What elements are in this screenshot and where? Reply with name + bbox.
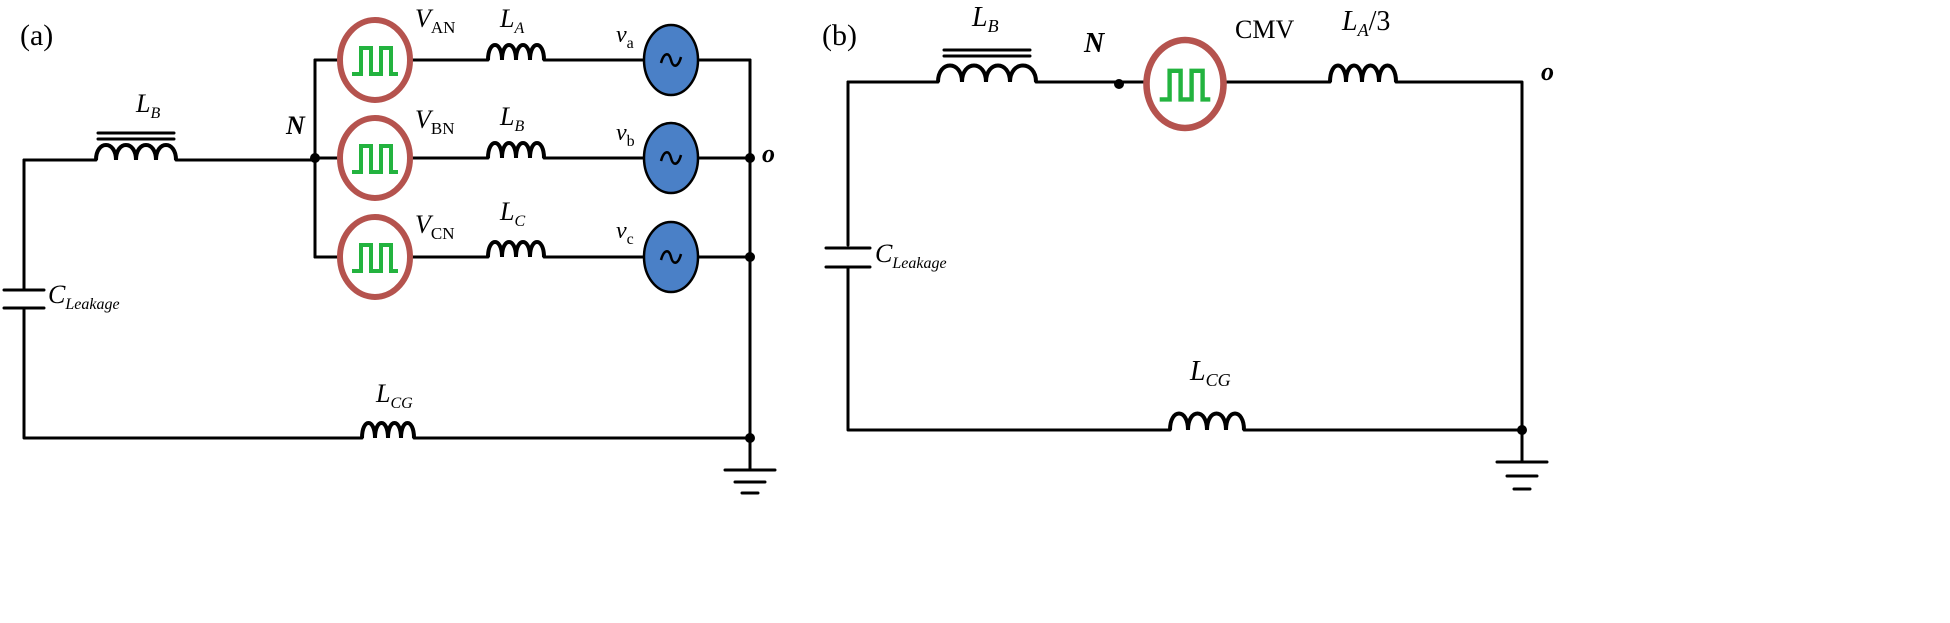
ground-symbol-a [723,468,777,495]
inductor-lb-phase-label-a: LB [499,102,524,135]
cmv-label: CMV [1235,15,1294,44]
inductor-lb-b [936,48,1038,83]
cmv-source [1143,36,1227,132]
ac-source-vc [642,220,700,294]
source-label-va: va [616,22,634,52]
panel-b-tag: (b) [822,19,857,52]
node-n-label-b: N [1083,28,1106,59]
voltage-label-vcn: VCN [415,210,455,243]
inductor-la-a [486,43,546,61]
panel-a-tag: (a) [20,19,53,52]
inductor-lcg-label-b: LCG [1189,356,1231,390]
junction-c [745,252,755,262]
node-o-label-b: o [1541,57,1554,86]
inductor-la3-b [1328,63,1398,83]
inductor-la-label-a: LA [499,4,524,37]
junction-n [310,153,320,163]
source-label-vb: vb [616,120,635,150]
junction-b-n [1114,79,1124,89]
inductor-lb-label-a: LB [135,89,160,122]
panel-b: (b) CLeakage LB N CM [822,2,1554,491]
voltage-label-van: VAN [415,4,455,37]
inductor-lcg-label-a: LCG [375,379,413,412]
ac-source-va [642,23,700,97]
ground-symbol-b [1495,460,1549,491]
panel-a: (a) CLeakage LB N [2,4,777,495]
inductor-lc-a [486,240,546,258]
capacitor-leakage-a [2,288,46,310]
junction-b-ground [1517,425,1527,435]
pulse-source-vbn [340,118,410,198]
inductor-lcg-a [360,421,416,439]
pulse-source-van [340,20,410,100]
ac-source-vb [642,121,700,195]
wire-b-right [1394,80,1524,464]
capacitor-label-b: CLeakage [875,239,947,272]
junction-o [745,153,755,163]
node-n-label-a: N [285,111,306,140]
capacitor-label-a: CLeakage [48,280,120,313]
capacitor-leakage-b [824,246,872,269]
junction-ground [745,433,755,443]
inductor-la3-label-b: LA/3 [1341,6,1390,40]
wire-left-lower [22,308,364,440]
pulse-source-vcn [340,217,410,297]
source-label-vc: vc [616,218,634,248]
voltage-label-vbn: VBN [415,105,455,138]
inductor-lb-a [94,131,178,161]
inductor-lc-label-a: LC [499,197,525,230]
node-o-label-a: o [762,139,775,168]
inductor-lb-label-b: LB [971,2,999,36]
inductor-lcg-b [1168,411,1246,431]
inductor-lb-phase-a [486,141,546,159]
wire-b-left-lower [846,266,1172,432]
